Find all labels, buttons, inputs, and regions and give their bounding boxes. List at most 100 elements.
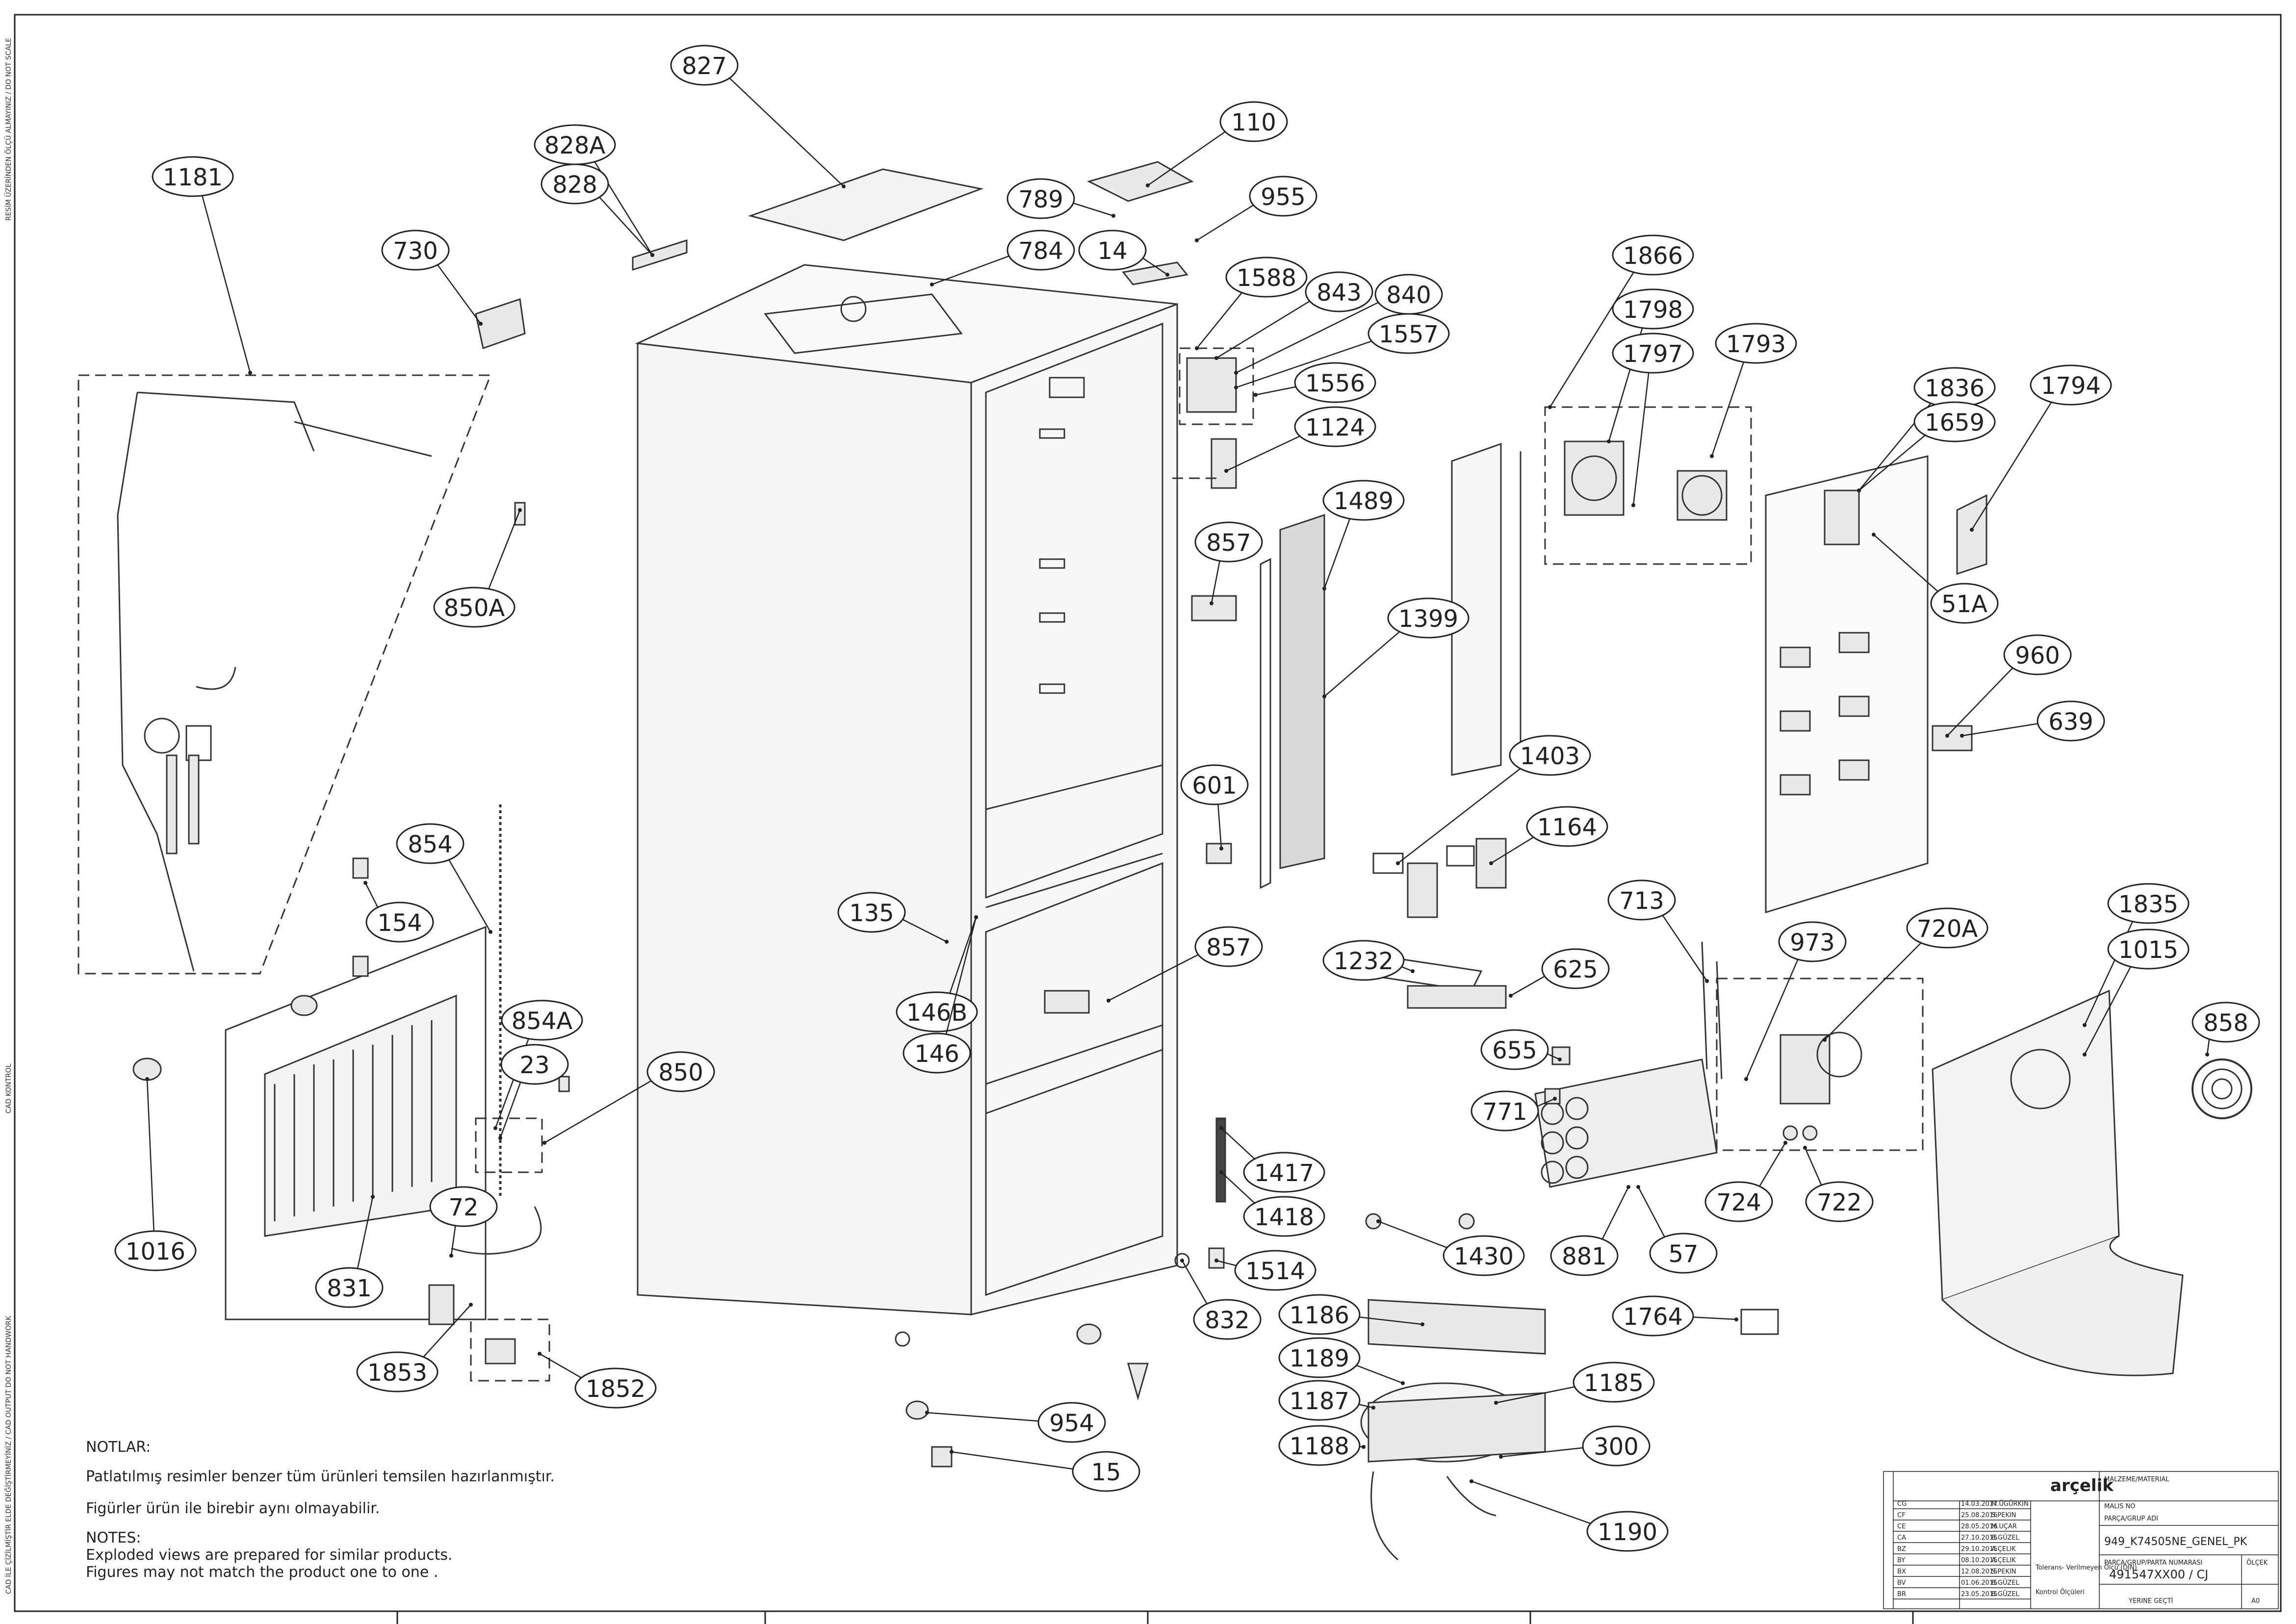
leader-line <box>1073 203 1114 217</box>
revision-date: 25.08.2016 <box>1961 1512 1997 1519</box>
part-callout-789: 789 <box>1006 178 1115 219</box>
leader-end <box>1636 1185 1640 1189</box>
callout-bubble <box>896 991 978 1032</box>
condenser-panel-part <box>225 926 487 1320</box>
leader-end <box>1494 1401 1498 1405</box>
part-callout-300: 300 <box>1499 1425 1651 1467</box>
revision-date: 27.10.2015 <box>1961 1534 1997 1542</box>
callout-number: 1556 <box>1305 370 1365 397</box>
leader-line <box>364 882 379 908</box>
callout-number: 1764 <box>1623 1303 1683 1331</box>
leader-end <box>1631 503 1635 507</box>
leader-end <box>1489 861 1493 865</box>
revision-rev: BZ <box>1897 1546 1906 1553</box>
callout-bubble <box>1367 313 1450 354</box>
part-callout-655: 655 <box>1480 1029 1562 1070</box>
revision-rev: BY <box>1897 1557 1905 1564</box>
callout-bubble <box>1294 406 1376 447</box>
leader-end <box>2083 1023 2087 1027</box>
callout-number: 1418 <box>1254 1204 1314 1231</box>
leader-line <box>1759 1142 1786 1187</box>
revision-rev: BV <box>1897 1579 1906 1587</box>
callout-bubble <box>381 230 450 271</box>
callout-number: 1430 <box>1454 1243 1514 1270</box>
part-callout-1181: 1181 <box>152 156 252 375</box>
leader-end <box>145 1077 149 1081</box>
callout-bubble <box>2003 634 2072 675</box>
part-callout-146B: 146B <box>896 915 978 1032</box>
part-callout-960: 960 <box>1945 634 2072 738</box>
callout-number: 827 <box>682 52 727 80</box>
leader-end <box>950 1450 954 1454</box>
leader-line <box>2206 1039 2210 1055</box>
leader-end <box>1626 1185 1630 1189</box>
callout-number: 857 <box>1206 529 1251 557</box>
part-group-label: PARÇA/GRUP ADI <box>2104 1515 2158 1522</box>
part-callout-639: 639 <box>1960 700 2105 742</box>
part-no-label: PARÇA/GRUP/PARTA NUMARASI <box>2104 1559 2202 1567</box>
callout-number: 1659 <box>1925 409 1985 437</box>
part-callout-1189: 1189 <box>1278 1337 1405 1385</box>
revision-name: A.ÇELIK <box>1991 1557 2016 1564</box>
leader-end <box>1411 969 1415 973</box>
leader-end <box>1783 1141 1787 1145</box>
callout-bubble <box>1194 521 1263 563</box>
leader-end <box>1214 356 1218 360</box>
revision-name: S.PEKIN <box>1991 1568 2016 1575</box>
part-callout-720A: 720A <box>1823 907 1988 1042</box>
callout-number: 857 <box>1206 934 1251 961</box>
leader-line <box>450 1225 456 1256</box>
leader-line <box>1632 372 1650 506</box>
callout-number: 854A <box>512 1007 573 1035</box>
leader-line <box>488 510 521 590</box>
callout-bubble <box>365 902 434 943</box>
leader-line <box>499 1082 521 1138</box>
callout-bubble <box>1006 230 1075 271</box>
callout-number: 14 <box>1097 237 1127 265</box>
callout-number: 850A <box>444 594 505 622</box>
water-dispenser-group-box <box>77 374 492 975</box>
leader-line <box>544 1080 652 1144</box>
callout-bubble <box>1573 1362 1655 1403</box>
leader-end <box>1734 1317 1738 1321</box>
part-callout-881: 881 <box>1550 1185 1630 1276</box>
side-text-middle: CAD KONTROL <box>5 1063 13 1113</box>
leader-line <box>1745 959 1799 1080</box>
leader-end <box>1499 1455 1503 1459</box>
revision-date: 14.03.2017 <box>1961 1500 1997 1508</box>
callout-number: 724 <box>1716 1189 1761 1216</box>
part-callout-15: 15 <box>950 1450 1140 1492</box>
leader-line <box>1971 401 2053 530</box>
material-no-label: MALIS NO <box>2104 1503 2136 1510</box>
leader-end <box>518 508 522 512</box>
part-callout-1835: 1835 <box>2083 883 2190 1027</box>
leader-end <box>1420 1322 1424 1326</box>
part-callout-1853: 1853 <box>356 1303 473 1392</box>
leader-end <box>1803 1146 1807 1150</box>
leader-end <box>1396 861 1400 865</box>
leader-line <box>1147 131 1226 186</box>
part-callout-1489: 1489 <box>1322 480 1405 591</box>
leader-end <box>538 1352 542 1356</box>
leader-line <box>437 264 482 324</box>
leader-line <box>1547 1053 1560 1060</box>
callout-bubble <box>1526 806 1608 847</box>
part-callout-713: 713 <box>1607 879 1709 983</box>
callout-bubble <box>1582 1425 1651 1467</box>
callout-number: 1399 <box>1398 605 1458 633</box>
callout-bubble <box>1278 1294 1361 1335</box>
callout-bubble <box>1930 583 1999 624</box>
callout-number: 1186 <box>1290 1302 1349 1329</box>
leader-line <box>146 1079 155 1232</box>
leader-line <box>1858 433 1928 491</box>
leader-end <box>1945 734 1949 738</box>
revision-date: 08.10.2015 <box>1961 1557 1997 1564</box>
leader-line <box>1537 1098 1555 1107</box>
part-callout-135: 135 <box>837 892 949 944</box>
callout-bubble <box>1906 907 1988 949</box>
part-callout-954: 954 <box>925 1402 1106 1443</box>
leader-end <box>1254 393 1258 397</box>
leader-line <box>1961 723 2038 737</box>
part-callout-854: 854 <box>396 823 492 934</box>
